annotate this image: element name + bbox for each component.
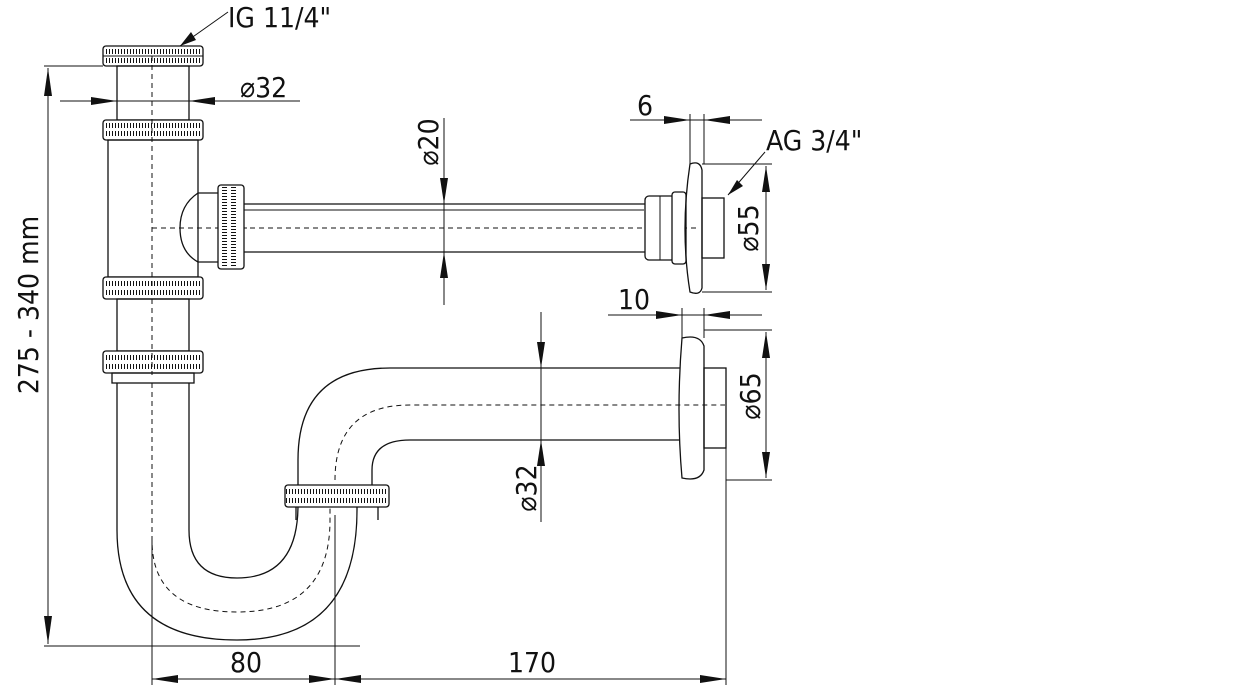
upper-nut <box>102 119 204 141</box>
top-nut <box>102 45 204 67</box>
rosette-offset-label: 10 <box>618 283 650 316</box>
dim-rosette-65: ⌀65 <box>704 329 772 481</box>
horizontal-tube <box>244 162 725 294</box>
horizontal-left-label: 80 <box>230 646 262 679</box>
side-inlet <box>179 184 245 270</box>
dim-nut-width: 6 <box>630 89 762 164</box>
top-thread-label: IG 11/4" <box>228 1 331 34</box>
overall-height-label: 275 - 340 mm <box>12 216 45 394</box>
outlet-thread-label: AG 3/4" <box>766 124 862 157</box>
dim-inlet-diameter: ⌀32 <box>60 71 300 105</box>
vertical-body <box>102 45 250 384</box>
horizontal-right-label: 170 <box>508 646 556 679</box>
tube-diameter-label: ⌀20 <box>412 118 445 165</box>
trap-diameter-label: ⌀32 <box>510 464 543 511</box>
rosette-65-label: ⌀65 <box>734 372 767 419</box>
dim-top-thread: IG 11/4" <box>179 1 331 47</box>
inlet-diameter-label: ⌀32 <box>240 71 287 104</box>
dim-rosette-55: ⌀55 <box>702 163 772 293</box>
dim-rosette-offset: 10 <box>608 283 762 338</box>
dim-outlet-thread: AG 3/4" <box>727 124 862 196</box>
dim-overall-height: 275 - 340 mm <box>12 65 360 647</box>
nut-width-label: 6 <box>637 89 653 122</box>
dim-trap-diameter: ⌀32 <box>510 312 545 522</box>
trap-u-bend <box>116 383 390 641</box>
middle-nut <box>102 276 204 300</box>
lower-nut <box>102 350 204 374</box>
rosette-55-label: ⌀55 <box>732 204 765 251</box>
dim-horizontal: 80 170 <box>151 448 727 685</box>
outlet-elbow <box>297 336 727 485</box>
dim-tube-diameter: ⌀20 <box>412 118 448 305</box>
